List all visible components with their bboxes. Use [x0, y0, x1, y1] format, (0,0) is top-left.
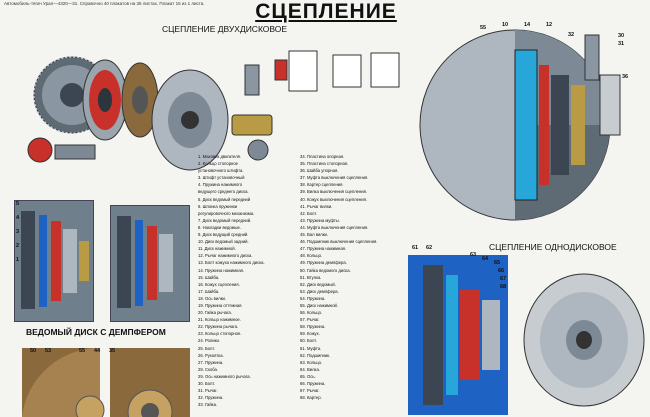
callout-single-top-4: 12 — [546, 22, 553, 28]
detail-lever-icon — [288, 50, 318, 92]
poster-topline: Автомобиль-тягач Урал—4320—31. Справочно… — [4, 1, 205, 6]
driven-disc-render — [523, 273, 645, 407]
callout-lower-3: 63 — [470, 252, 477, 258]
section-title-twin-disc: СЦЕПЛЕНИЕ ДВУХДИСКОВОЕ — [162, 24, 288, 34]
spring-details-icon — [274, 59, 288, 81]
callout-single-top-3: 14 — [524, 22, 531, 28]
callout-single-top-6: 30 — [618, 33, 625, 39]
callout-lower-4: 64 — [482, 256, 489, 262]
poster-title: СЦЕПЛЕНИЕ — [255, 0, 397, 23]
callout-lower-1: 61 — [412, 245, 419, 251]
callout-lower-2: 62 — [426, 245, 433, 251]
callout-damper-1: 5 — [16, 201, 20, 207]
callout-driven-5: 35 — [109, 348, 116, 354]
callout-damper-3: 3 — [16, 229, 20, 235]
release-fork-icon — [231, 64, 273, 161]
detail-bolt-icon — [370, 52, 400, 88]
detail-spring-icon — [332, 54, 362, 88]
clutch-cover-icon — [151, 69, 229, 171]
legend-column-1: 1. Маховик двигателя.2. Кольцо стопорное… — [198, 154, 265, 408]
callout-damper-4: 2 — [16, 243, 20, 249]
callout-lower-8: 68 — [500, 284, 507, 290]
damper-section-right-icon — [117, 216, 173, 308]
single-disc-lower-section — [408, 255, 508, 415]
single-disc-section-icon — [514, 49, 585, 201]
callout-lower-7: 67 — [500, 276, 507, 282]
section-title-driven-disc: ВЕДОМЫЙ ДИСК С ДЕМПФЕРОМ — [26, 327, 166, 337]
callout-driven-2: 53 — [45, 348, 52, 354]
disc-plate-icon — [523, 273, 645, 407]
single-disc-cutaway — [419, 29, 621, 221]
callout-driven-4: 44 — [94, 348, 101, 354]
driven-disc-icon — [121, 62, 159, 138]
callout-driven-1: 50 — [30, 348, 37, 354]
twin-disc-detail-sketches — [288, 50, 400, 92]
callout-damper-2: 4 — [16, 215, 20, 221]
callout-single-top-8: 36 — [622, 74, 629, 80]
callout-lower-6: 66 — [498, 268, 505, 274]
callout-single-top-1: 55 — [480, 25, 487, 31]
callout-driven-3: 55 — [79, 348, 86, 354]
twin-disc-exploded-view — [27, 56, 288, 171]
damper-section-right-panel — [110, 205, 190, 322]
driven-disc-images — [22, 348, 190, 417]
callout-single-top-5: 32 — [568, 32, 575, 38]
legend-column-2: 34. Пластина опорная.35. Пластина стопор… — [300, 154, 378, 401]
callout-single-top-2: 10 — [502, 22, 509, 28]
damper-section-left-panel — [14, 200, 94, 322]
release-lever-icon — [584, 34, 621, 136]
callout-lower-5: 65 — [494, 260, 501, 266]
release-bearing-icon — [27, 137, 96, 163]
callout-single-top-7: 31 — [618, 41, 625, 47]
driven-disc-right-icon — [110, 348, 190, 417]
damper-section-left-icon — [21, 211, 89, 309]
callout-damper-5: 1 — [16, 257, 20, 263]
section-title-single-disc: СЦЕПЛЕНИЕ ОДНОДИСКОВОЕ — [489, 242, 617, 252]
driven-disc-left-icon — [22, 348, 105, 417]
pressure-disc-icon — [82, 59, 128, 141]
